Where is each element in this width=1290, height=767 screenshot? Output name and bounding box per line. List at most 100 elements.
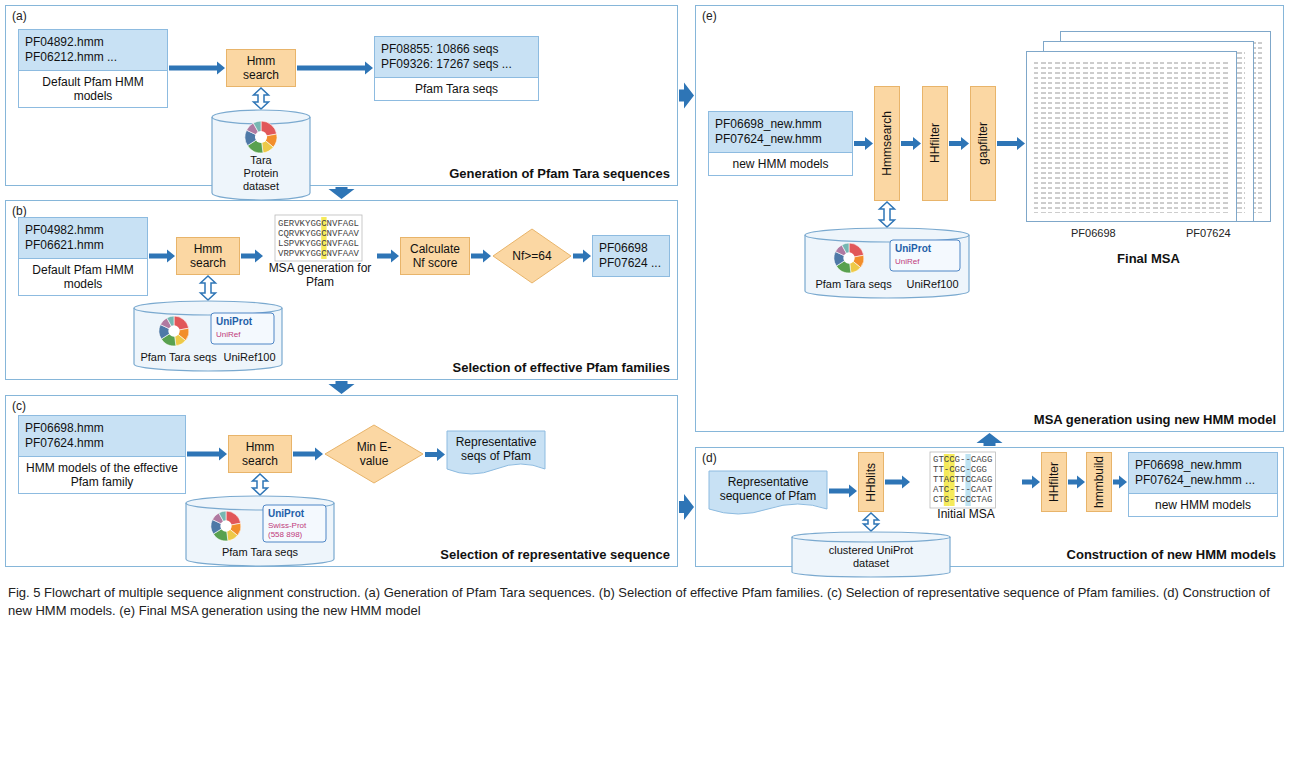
- flow-arrow: [241, 250, 263, 263]
- database-double-arrow: [864, 513, 879, 531]
- model-list: PF06698_new.hmm PF07624_new.hmm: [709, 112, 852, 152]
- polygon-shape: [325, 425, 423, 483]
- panel-letter: (a): [12, 9, 27, 23]
- decision-diamond: Min E-value: [324, 424, 424, 484]
- msa-caption: Final MSA: [1026, 251, 1271, 266]
- database-double-arrow: [254, 88, 269, 109]
- process-box: HHfilter: [922, 86, 948, 201]
- database-label: Tara Protein dataset: [235, 154, 287, 193]
- database-caption-row: clustered UniProt dataset: [791, 544, 951, 577]
- result-box: PF06698 PF07624 ...: [592, 235, 670, 277]
- panel-flow-arrow: [329, 381, 355, 394]
- process-label: HHblits: [864, 463, 878, 502]
- process-box: hmmbuild: [1086, 452, 1112, 512]
- flow-arrow: [573, 250, 591, 263]
- process-label: hmmbuild: [1092, 456, 1106, 508]
- flow-arrow: [293, 448, 323, 461]
- path-shape: [186, 496, 334, 566]
- msa-stack-outline: [1026, 31, 1271, 276]
- database-double-arrow: [880, 202, 895, 227]
- path-shape: [447, 431, 545, 474]
- logo-text: UniRef: [895, 257, 919, 266]
- box-caption: new HMM models: [1129, 493, 1277, 516]
- process-label: Hmm search: [233, 440, 287, 468]
- panel-box: (c) Selection of representative sequence P…: [5, 395, 678, 567]
- process-box: gapfilter: [970, 86, 996, 201]
- database-label: Pfam Tara seqs: [815, 278, 891, 291]
- alignment-row: VRPVKYGGCNVFAAV: [278, 249, 359, 259]
- flow-arrow: [297, 62, 373, 75]
- figure-caption: Fig. 5 Flowchart of multiple sequence al…: [8, 584, 1280, 620]
- panel-flow-arrow: [329, 187, 355, 199]
- pie-hole: [220, 520, 231, 531]
- database-caption-row: Pfam Tara seqs: [185, 546, 335, 566]
- decision-label: Nf>=64: [512, 249, 551, 263]
- database-cylinder: Pfam Tara seqsUniRef100 UniProtUniRef: [804, 228, 970, 298]
- pie-hole: [843, 252, 854, 263]
- panel-flow-arrow: [977, 433, 1003, 446]
- logo-frame: [263, 505, 326, 542]
- process-label: Hmmsearch: [880, 111, 894, 176]
- logo-text: Swiss-Prot: [268, 521, 306, 530]
- database-cylinder: clustered UniProt dataset: [791, 532, 951, 577]
- document-label: Representative seqs of Pfam: [451, 435, 541, 463]
- panel-letter: (c): [12, 399, 26, 413]
- model-box: PF04892.hmm PF06212.hmm ...Default Pfam …: [18, 29, 168, 108]
- model-box: PF08855: 10866 seqs PF09326: 17267 seqs …: [374, 36, 539, 101]
- alignment-row: GERVKYGGCNVFAGL: [278, 219, 359, 229]
- box-caption: Default Pfam HMM models: [19, 258, 147, 295]
- msa-image: MSA generation for PfamGERVKYGGCNVFAGLCQ…: [264, 213, 376, 292]
- msa-stack: PF07624 PF06698Final MSA: [1026, 31, 1271, 276]
- panel-box: (d) Construction of new HMM models Represe…: [695, 447, 1284, 567]
- process-box: HHblits: [858, 452, 884, 512]
- database-cylinder: Tara Protein dataset: [211, 110, 311, 200]
- process-label: Calculate Nf score: [405, 242, 465, 270]
- process-label: gapfilter: [976, 122, 990, 165]
- alignment-row: CTG-TCCCTAG: [933, 495, 992, 505]
- panel-letter: (d): [702, 451, 717, 465]
- database-caption-row: Pfam Tara seqsUniRef100: [133, 351, 283, 371]
- logo-text: UniProt: [268, 508, 304, 520]
- database-caption-row: Pfam Tara seqsUniRef100: [804, 278, 970, 298]
- flow-arrow: [997, 137, 1025, 150]
- database-cylinder: Pfam Tara seqsUniProtSwiss-Prot(558 898): [185, 496, 335, 566]
- msa-image: Initial MSAGTCCG--CAGGTT-CGC-CGGTTACTTCC…: [911, 450, 1021, 524]
- panel-flow-arrow: [679, 83, 694, 109]
- document-shape: Representative seqs of Pfam: [446, 430, 546, 479]
- flow-arrow: [149, 250, 175, 263]
- database-label: Pfam Tara seqs: [140, 351, 216, 364]
- msa-file-label: PF06698: [1071, 227, 1116, 239]
- process-label: Hmm search: [231, 54, 291, 82]
- process-box: Hmm search: [176, 237, 240, 275]
- msa-file-label: PF07624: [1186, 227, 1231, 239]
- document-label: Representative sequence of Pfam: [713, 475, 823, 503]
- model-box: PF06698_new.hmm PF07624_new.hmm ...new H…: [1128, 452, 1278, 517]
- alignment-row: ATC-T--CAAT: [933, 485, 992, 495]
- database-label: Pfam Tara seqs: [222, 546, 298, 559]
- process-box: HHfilter: [1041, 452, 1067, 512]
- msa-page-text: [1034, 59, 1228, 213]
- flow-arrow: [169, 62, 225, 75]
- database-double-arrow: [253, 474, 268, 495]
- panel-letter: (b): [12, 204, 27, 218]
- logo-text: UniProt: [216, 316, 252, 328]
- logo-text: UniProt: [895, 243, 931, 255]
- path-shape: [792, 532, 950, 577]
- flow-arrow: [1068, 476, 1085, 489]
- msa-page: [1027, 52, 1237, 222]
- process-box: Hmmsearch: [874, 86, 900, 201]
- panel-box: (a)Generation of Pfam Tara sequencesPF04…: [5, 5, 678, 186]
- model-list: PF04892.hmm PF06212.hmm ...: [19, 30, 167, 70]
- path-shape: [212, 110, 310, 200]
- process-label: HHfilter: [1047, 462, 1061, 502]
- flow-arrow: [1113, 476, 1127, 489]
- box-caption: Default Pfam HMM models: [19, 70, 167, 107]
- path-shape: [805, 228, 969, 298]
- box-caption: Pfam Tara seqs: [375, 77, 538, 100]
- panel-letter: (e): [702, 9, 717, 23]
- flow-arrow: [187, 448, 227, 461]
- process-box: Calculate Nf score: [400, 237, 470, 275]
- panel-title: Selection of representative sequence: [440, 547, 670, 562]
- panel-title: Construction of new HMM models: [1067, 547, 1276, 562]
- panel-flow-arrow: [679, 494, 694, 520]
